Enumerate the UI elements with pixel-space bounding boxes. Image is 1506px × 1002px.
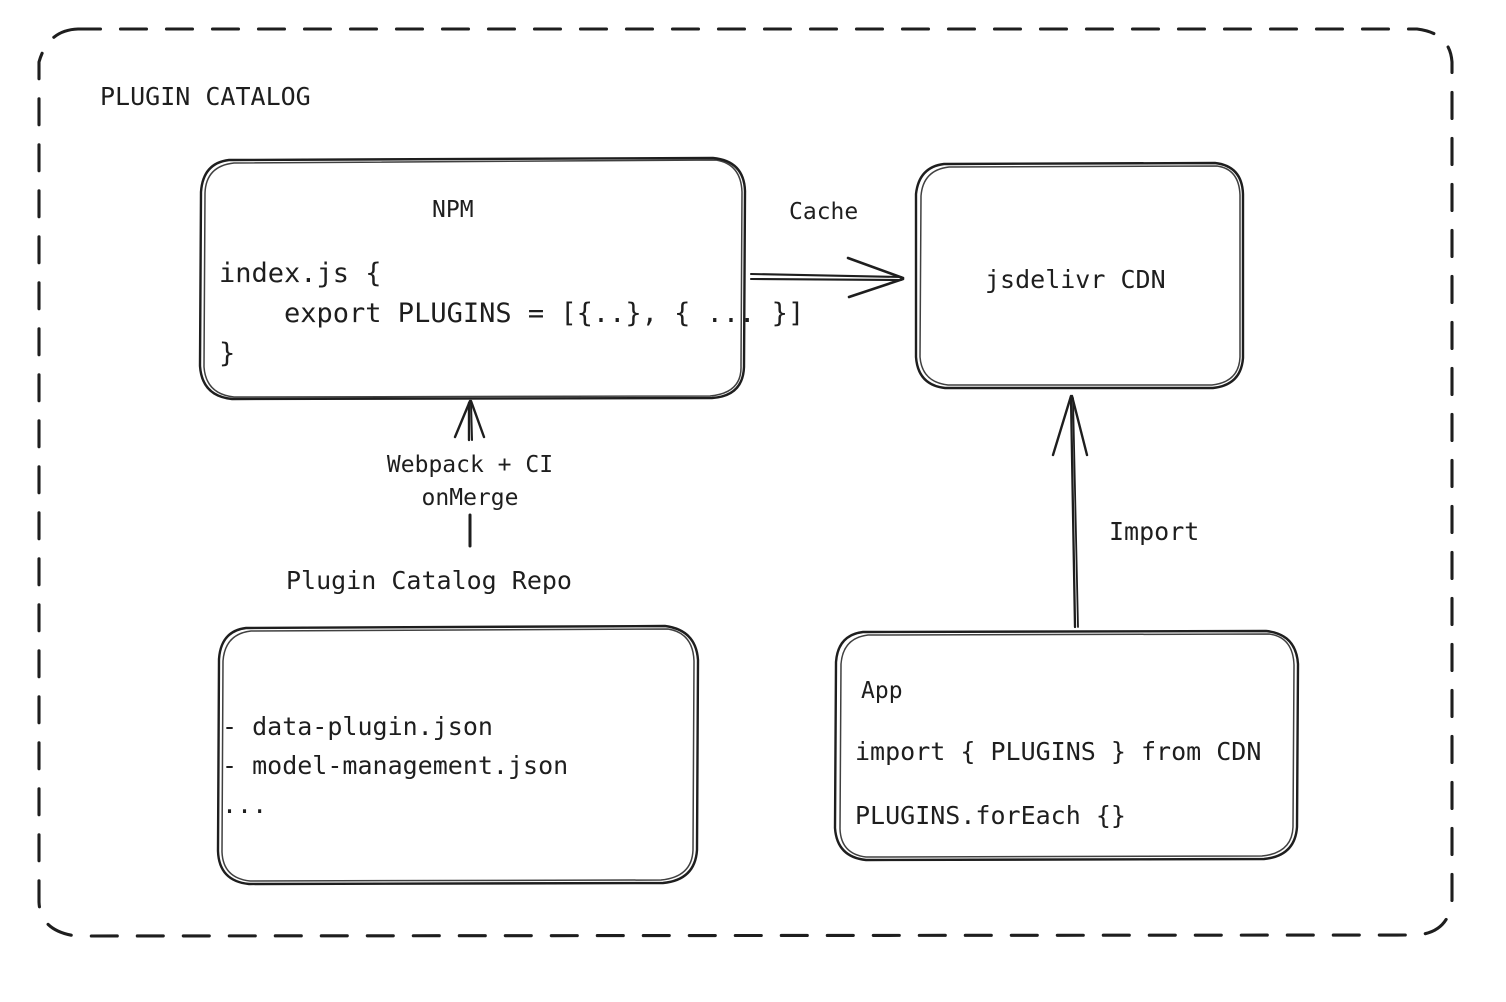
edge-repo-to-npm-arrow bbox=[453, 399, 486, 548]
app-node-title: App bbox=[861, 678, 903, 704]
app-node-import-line: import { PLUGINS } from CDN bbox=[855, 737, 1262, 766]
app-node-foreach-line: PLUGINS.forEach {} bbox=[855, 801, 1126, 830]
npm-node-code: index.js { export PLUGINS = [{..}, { ...… bbox=[219, 258, 805, 369]
edge-label-webpack-ci: Webpack + CI onMerge bbox=[386, 452, 554, 511]
repo-node-file-list: - data-plugin.json - model-management.js… bbox=[222, 712, 569, 819]
edge-npm-to-cdn-arrow bbox=[749, 256, 905, 299]
npm-node-title: NPM bbox=[432, 197, 474, 223]
edge-label-import: Import bbox=[1109, 517, 1200, 546]
edge-app-to-cdn-arrow bbox=[1051, 394, 1089, 629]
node-cdn-box[interactable] bbox=[914, 161, 1245, 390]
group-container-plugin-catalog bbox=[37, 27, 1454, 938]
repo-node-caption: Plugin Catalog Repo bbox=[286, 566, 572, 595]
group-title: PLUGIN CATALOG bbox=[100, 82, 311, 111]
cdn-node-title: jsdelivr CDN bbox=[985, 265, 1166, 294]
node-app-box[interactable] bbox=[833, 629, 1300, 862]
node-repo-box[interactable] bbox=[216, 624, 700, 886]
edge-label-cache: Cache bbox=[789, 199, 859, 225]
node-npm-box[interactable] bbox=[198, 156, 747, 401]
